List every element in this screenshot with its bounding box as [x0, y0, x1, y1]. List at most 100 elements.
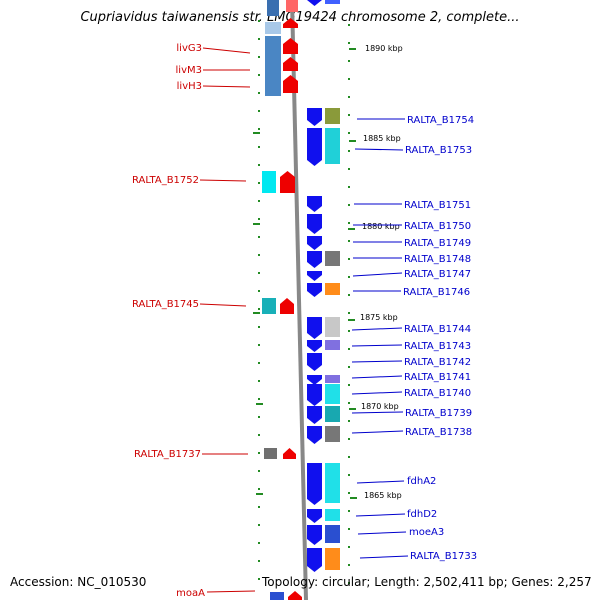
gene-label-livm3[interactable]: livM3 — [176, 65, 202, 76]
gene-label-ralta-b1750[interactable]: RALTA_B1750 — [404, 221, 471, 232]
gene-label-ralta-b1742[interactable]: RALTA_B1742 — [404, 357, 471, 368]
ruler-label-1865: 1865 kbp — [364, 491, 402, 500]
forward-gene-arrow[interactable] — [283, 448, 296, 459]
forward-gene-arrow[interactable] — [283, 75, 298, 93]
gene-color-box[interactable] — [325, 509, 340, 521]
forward-gene-arrow[interactable] — [286, 0, 298, 12]
gene-color-box[interactable] — [265, 36, 281, 96]
reverse-gene-arrow[interactable] — [307, 214, 322, 234]
gene-label-ralta-b1753[interactable]: RALTA_B1753 — [405, 145, 472, 156]
gene-color-box[interactable] — [325, 463, 340, 503]
gene-color-box[interactable] — [325, 426, 340, 442]
reverse-gene-arrow[interactable] — [307, 340, 322, 352]
gene-color-box[interactable] — [325, 548, 340, 570]
gene-color-box[interactable] — [325, 375, 340, 383]
forward-gene-arrow[interactable] — [283, 57, 298, 71]
guide-dot — [348, 384, 350, 386]
gene-color-box[interactable] — [265, 22, 281, 34]
gene-label-ralta-b1749[interactable]: RALTA_B1749 — [404, 238, 471, 249]
guide-dot — [348, 132, 350, 134]
reverse-gene-arrow[interactable] — [307, 283, 322, 297]
gene-label-ralta-b1738[interactable]: RALTA_B1738 — [405, 427, 472, 438]
guide-dot — [348, 564, 350, 566]
guide-dot — [258, 74, 260, 76]
gene-color-box[interactable] — [325, 384, 340, 404]
gene-label-ralta-b1747[interactable]: RALTA_B1747 — [404, 269, 471, 280]
forward-gene-arrow[interactable] — [288, 591, 302, 600]
gene-color-box[interactable] — [264, 448, 277, 459]
gene-color-box[interactable] — [262, 298, 276, 314]
guide-dot — [258, 578, 260, 580]
guide-dot — [348, 42, 350, 44]
reverse-gene-arrow[interactable] — [307, 0, 322, 6]
gene-glyphs[interactable] — [262, 0, 340, 600]
reverse-gene-arrow[interactable] — [307, 271, 322, 281]
reverse-gene-arrow[interactable] — [307, 196, 322, 212]
gene-label-livh3[interactable]: livH3 — [177, 81, 202, 92]
gene-label-moea3[interactable]: moeA3 — [409, 527, 444, 538]
reverse-gene-arrow[interactable] — [307, 548, 322, 572]
gene-color-box[interactable] — [270, 592, 284, 600]
gene-color-box[interactable] — [325, 406, 340, 422]
reverse-gene-arrow[interactable] — [307, 317, 322, 339]
guide-dot — [258, 344, 260, 346]
gene-label-ralta-b1752[interactable]: RALTA_B1752 — [132, 175, 199, 186]
reverse-gene-arrow[interactable] — [307, 236, 322, 250]
forward-gene-arrow[interactable] — [283, 38, 298, 54]
reverse-gene-arrow[interactable] — [307, 525, 322, 545]
gene-label-ralta-b1754[interactable]: RALTA_B1754 — [407, 115, 474, 126]
reverse-gene-arrow[interactable] — [307, 426, 322, 444]
forward-gene-arrow[interactable] — [280, 298, 294, 314]
gene-label-ralta-b1739[interactable]: RALTA_B1739 — [405, 408, 472, 419]
gene-label-ralta-b1733[interactable]: RALTA_B1733 — [410, 551, 477, 562]
right-gene-labels[interactable]: RALTA_B1754 RALTA_B1753 RALTA_B1751 RALT… — [351, 115, 477, 562]
gene-color-box[interactable] — [262, 171, 276, 193]
reverse-gene-arrow[interactable] — [307, 251, 322, 268]
gene-label-moaa[interactable]: moaA — [176, 588, 205, 599]
reverse-gene-arrow[interactable] — [307, 509, 322, 523]
guide-dot — [348, 240, 350, 242]
left-gene-labels[interactable]: livG3 livM3 livH3 RALTA_B1752 RALTA_B174… — [132, 43, 256, 599]
gene-label-ralta-b1744[interactable]: RALTA_B1744 — [404, 324, 471, 335]
reverse-gene-arrow[interactable] — [307, 128, 322, 166]
gene-color-box[interactable] — [325, 108, 340, 124]
gene-label-fdha2[interactable]: fdhA2 — [407, 476, 436, 487]
gene-color-box[interactable] — [325, 251, 340, 266]
gene-color-box[interactable] — [325, 340, 340, 350]
guide-dot — [348, 582, 350, 584]
gene-color-box[interactable] — [325, 0, 340, 4]
gene-label-ralta-b1741[interactable]: RALTA_B1741 — [404, 372, 471, 383]
gene-color-box[interactable] — [325, 525, 340, 543]
gene-label-ralta-b1746[interactable]: RALTA_B1746 — [403, 287, 470, 298]
guide-dot — [258, 110, 260, 112]
guide-dot — [258, 128, 260, 130]
ruler-label-1870: 1870 kbp — [361, 402, 399, 411]
gene-label-ralta-b1745[interactable]: RALTA_B1745 — [132, 299, 199, 310]
reverse-gene-arrow[interactable] — [307, 375, 322, 385]
gene-label-ralta-b1740[interactable]: RALTA_B1740 — [404, 388, 471, 399]
reverse-gene-arrow[interactable] — [307, 108, 322, 126]
forward-gene-arrow[interactable] — [283, 18, 298, 28]
ruler-label-1875: 1875 kbp — [360, 313, 398, 322]
guide-dot — [258, 254, 260, 256]
guide-dot — [348, 150, 350, 152]
gene-color-box[interactable] — [267, 0, 279, 16]
gene-label-livg3[interactable]: livG3 — [176, 43, 202, 54]
gene-label-ralta-b1737[interactable]: RALTA_B1737 — [134, 449, 201, 460]
forward-gene-arrow[interactable] — [280, 171, 295, 193]
gene-label-ralta-b1748[interactable]: RALTA_B1748 — [404, 254, 471, 265]
reverse-gene-arrow[interactable] — [307, 406, 322, 424]
guide-dot — [258, 416, 260, 418]
gene-label-ralta-b1743[interactable]: RALTA_B1743 — [404, 341, 471, 352]
guide-dot — [348, 330, 350, 332]
gene-label-ralta-b1751[interactable]: RALTA_B1751 — [404, 200, 471, 211]
reverse-gene-arrow[interactable] — [307, 353, 322, 371]
gene-color-box[interactable] — [325, 128, 340, 164]
gene-label-fdhd2[interactable]: fdhD2 — [407, 509, 437, 520]
reverse-gene-arrow[interactable] — [307, 463, 322, 505]
guide-dot — [258, 362, 260, 364]
reverse-gene-arrow[interactable] — [307, 384, 322, 406]
gene-color-box[interactable] — [325, 317, 340, 337]
gene-color-box[interactable] — [325, 283, 340, 295]
